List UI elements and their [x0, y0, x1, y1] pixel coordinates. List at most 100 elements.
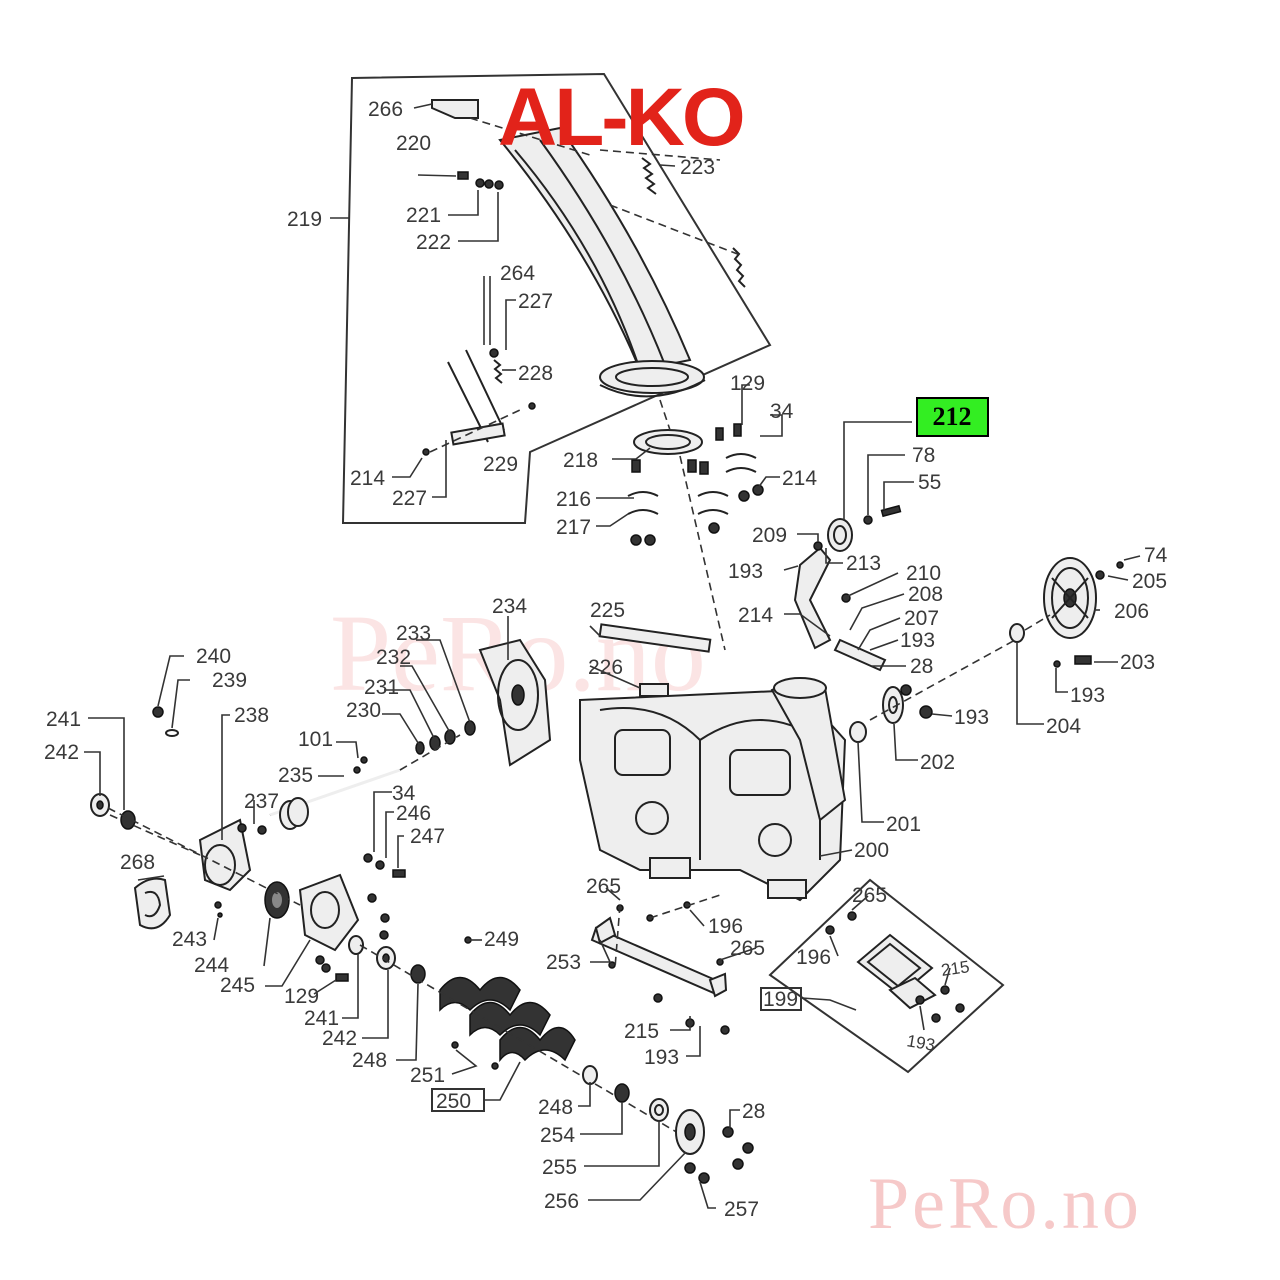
- spring-part-223: [641, 157, 657, 195]
- plate-part-256: [675, 1109, 705, 1155]
- part-label-193: 193: [1070, 684, 1105, 707]
- gearbox-half-245: [298, 873, 360, 952]
- gearbox-half-238: [198, 818, 267, 892]
- part-label-242: 242: [322, 1027, 357, 1050]
- end-bolts-28-257: [684, 1126, 754, 1184]
- highlight-callout-212: 212: [916, 397, 989, 437]
- discharge-chute: [498, 126, 706, 398]
- worm-gear: [279, 797, 309, 830]
- part-label-248: 248: [538, 1096, 573, 1119]
- box-part-199: [760, 987, 802, 1011]
- part-label-28: 28: [910, 655, 933, 678]
- part-label-210: 210: [906, 562, 941, 585]
- pulley-part-206: [1043, 557, 1097, 639]
- skid-shoe-part-199: [825, 911, 965, 1023]
- gearbox-part-212: [827, 504, 902, 552]
- part-label-226: 226: [588, 656, 623, 679]
- part-label-218: 218: [563, 449, 598, 472]
- fitting-239-240: [152, 706, 179, 737]
- impeller-part-234: [478, 638, 552, 767]
- shaft-washers: [353, 720, 476, 774]
- part-labels: 266 220 223 219 221 222 264 227 228 229 …: [44, 98, 1168, 1221]
- impeller-shaft: [598, 623, 712, 697]
- part-label-203: 203: [1120, 651, 1155, 674]
- part-label-208: 208: [908, 583, 943, 606]
- part-label-219: 219: [287, 208, 322, 231]
- part-label-251: 251: [410, 1064, 445, 1087]
- part-label-213: 213: [846, 552, 881, 575]
- part-label-193: 193: [900, 629, 935, 652]
- part-label-243: 243: [172, 928, 207, 951]
- part-label-268: 268: [120, 851, 155, 874]
- part-label-206: 206: [1114, 600, 1149, 623]
- part-label-196: 196: [708, 915, 743, 938]
- part-label-214: 214: [738, 604, 773, 627]
- scraper-bar-253: [590, 901, 730, 1035]
- part-label-238: 238: [234, 704, 269, 727]
- part-label-242: 242: [44, 741, 79, 764]
- part-label-225: 225: [590, 599, 625, 622]
- part-label-221: 221: [406, 204, 441, 227]
- part-label-228: 228: [518, 362, 553, 385]
- part-label-241: 241: [46, 708, 81, 731]
- part-label-227: 227: [392, 487, 427, 510]
- part-label-264: 264: [500, 262, 535, 285]
- watermark: PeRo.no: [868, 1163, 1142, 1245]
- part-label-249: 249: [484, 928, 519, 951]
- part-label-217: 217: [556, 516, 591, 539]
- lever-bracket: [793, 541, 887, 672]
- part-label-34: 34: [770, 400, 794, 423]
- box-part-250: [431, 1088, 485, 1112]
- logo-text: AL-KO: [498, 72, 743, 163]
- part-label-215: 215: [940, 957, 971, 980]
- gear-part-244: [264, 881, 290, 919]
- part-label-227: 227: [518, 290, 553, 313]
- part-label-247: 247: [410, 825, 445, 848]
- washer-part-255: [649, 1098, 669, 1122]
- leader-lines: [84, 103, 1141, 1209]
- part-label-199: 199: [763, 988, 798, 1011]
- part-label-233: 233: [396, 622, 431, 645]
- part-label-257: 257: [724, 1198, 759, 1221]
- part-label-193: 193: [644, 1046, 679, 1069]
- part-label-229: 229: [483, 453, 518, 476]
- part-label-253: 253: [546, 951, 581, 974]
- pulley-part-202: [882, 684, 933, 724]
- part-label-214: 214: [782, 467, 817, 490]
- part-label-244: 244: [194, 954, 229, 977]
- deflector-bracket: [431, 99, 479, 119]
- part-label-205: 205: [1132, 570, 1167, 593]
- part-label-201: 201: [886, 813, 921, 836]
- part-label-265: 265: [730, 937, 765, 960]
- auger-part-250: [439, 936, 576, 1070]
- highlight-part-number: 212: [933, 402, 972, 431]
- part-label-240: 240: [196, 645, 231, 668]
- part-label-245: 245: [220, 974, 255, 997]
- part-label-28: 28: [742, 1100, 765, 1123]
- part-label-230: 230: [346, 699, 381, 722]
- part-label-129: 129: [730, 372, 765, 395]
- part-label-254: 254: [540, 1124, 575, 1147]
- part-label-231: 231: [364, 676, 399, 699]
- part-label-202: 202: [920, 751, 955, 774]
- part-label-256: 256: [544, 1190, 579, 1213]
- part-label-246: 246: [396, 802, 431, 825]
- part-label-241: 241: [304, 1007, 339, 1030]
- part-label-209: 209: [752, 524, 787, 547]
- part-label-265: 265: [852, 884, 887, 907]
- part-label-193: 193: [905, 1031, 936, 1055]
- part-label-129: 129: [284, 985, 319, 1008]
- part-label-34: 34: [392, 782, 416, 805]
- al-ko-logo: AL-KO: [498, 72, 746, 163]
- auger-housing: [579, 677, 847, 902]
- skid-shoe-frame: [768, 878, 1005, 1074]
- part-label-232: 232: [376, 646, 411, 669]
- part-label-200: 200: [854, 839, 889, 862]
- gearbox-bolts: [214, 853, 406, 982]
- chute-assembly-frame: [341, 72, 772, 524]
- part-label-216: 216: [556, 488, 591, 511]
- part-label-204: 204: [1046, 715, 1081, 738]
- ring-bolts: [627, 423, 764, 546]
